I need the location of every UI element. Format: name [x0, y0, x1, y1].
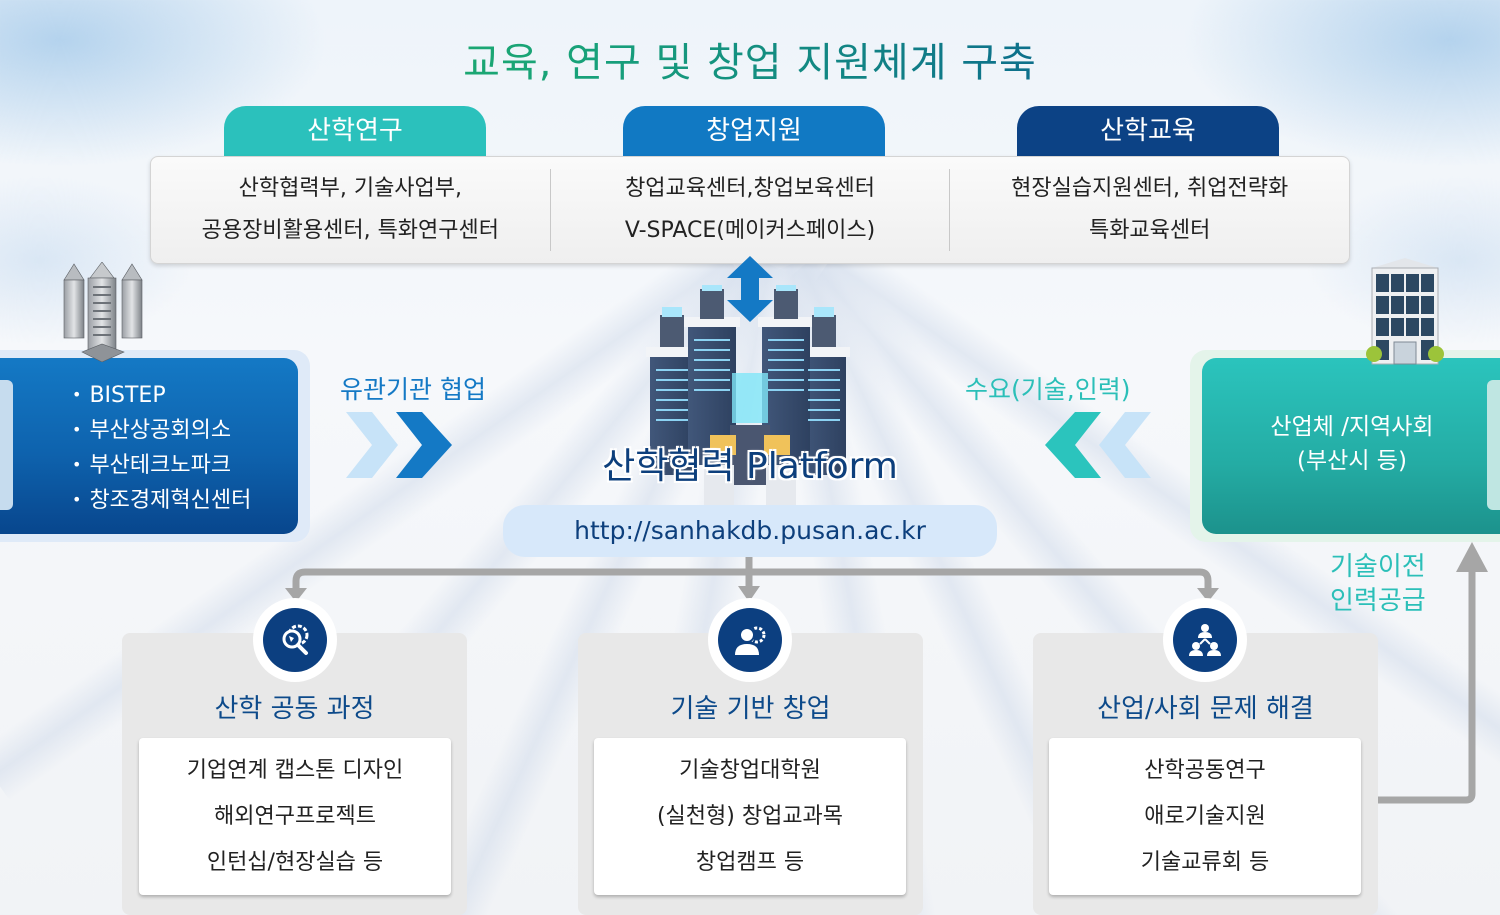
card-title: 기술 기반 창업 — [670, 694, 831, 724]
chevron-double-left-icon — [1045, 412, 1151, 478]
gear-search-icon — [263, 608, 327, 672]
icon-ring — [708, 598, 792, 682]
org-line: 특화교육센터 — [1088, 218, 1211, 243]
team-network-icon — [1173, 608, 1237, 672]
research-org-list: 산학협력부, 기술사업부, 공용장비활용센터, 특화연구센터 — [151, 157, 550, 263]
card-item: (실천형) 창업교과목 — [656, 803, 844, 829]
card-item: 애로기술지원 — [1144, 803, 1266, 829]
org-line: 현장실습지원센터, 취업전략화 — [1011, 176, 1289, 201]
organization-panel: 산학협력부, 기술사업부, 공용장비활용센터, 특화연구센터 창업교육센터,창업… — [150, 156, 1350, 264]
chevron-double-right-icon — [346, 412, 452, 478]
org-line: V-SPACE(메이커스페이스) — [624, 218, 876, 243]
card-item: 기술교류회 등 — [1140, 849, 1270, 875]
tab-startup-support: 창업지원 — [623, 106, 885, 160]
education-org-list: 현장실습지원센터, 취업전략화 특화교육센터 — [950, 157, 1349, 263]
tab-industry-academia-research: 산학연구 — [224, 106, 486, 160]
panel-edge-tab — [0, 380, 13, 510]
org-line: 산학협력부, 기술사업부, — [238, 176, 463, 201]
transfer-line: 인력공급 — [1330, 586, 1426, 616]
list-item: 창조경제혁신센터 — [72, 483, 251, 518]
card-item: 인턴십/현장실습 등 — [206, 849, 384, 875]
platform-title: 산학협력 Platform — [602, 446, 898, 487]
partner-institutions-list: BISTEP 부산상공회의소 부산테크노파크 창조경제혁신센터 — [72, 378, 251, 518]
list-item: 부산상공회의소 — [72, 413, 251, 448]
demand-label: 수요(기술,인력) — [965, 375, 1131, 404]
industry-line: (부산시 등) — [1297, 448, 1407, 474]
card-body: 기술창업대학원 (실천형) 창업교과목 창업캠프 등 — [594, 738, 906, 895]
card-title: 산학 공동 과정 — [214, 694, 375, 724]
list-item: BISTEP — [72, 378, 251, 413]
card-body: 기업연계 캡스톤 디자인 해외연구프로젝트 인턴십/현장실습 등 — [139, 738, 451, 895]
org-line: 공용장비활용센터, 특화연구센터 — [201, 218, 500, 243]
card-item: 산학공동연구 — [1144, 757, 1266, 783]
card-item: 기업연계 캡스톤 디자인 — [186, 757, 404, 783]
startup-org-list: 창업교육센터,창업보육센터 V-SPACE(메이커스페이스) — [551, 157, 950, 263]
industry-community-panel — [1202, 358, 1500, 534]
office-building-icon — [1366, 258, 1444, 365]
person-gear-icon — [718, 608, 782, 672]
panel-edge-tab — [1487, 380, 1500, 510]
org-line: 창업교육센터,창업보육센터 — [625, 176, 875, 201]
platform-url-link[interactable]: http://sanhakdb.pusan.ac.kr — [503, 505, 997, 557]
server-cluster-icon — [646, 285, 850, 505]
divider — [549, 169, 551, 251]
card-item: 기술창업대학원 — [679, 757, 821, 783]
icon-ring — [253, 598, 337, 682]
page-title: 교육, 연구 및 창업 지원체계 구축 — [0, 30, 1500, 88]
industry-community-text: 산업체 /지역사회 (부산시 등) — [1202, 410, 1500, 478]
tech-transfer-label: 기술이전 인력공급 — [1330, 550, 1426, 618]
collaboration-label: 유관기관 협업 — [340, 375, 486, 404]
transfer-line: 기술이전 — [1330, 552, 1426, 582]
icon-ring — [1163, 598, 1247, 682]
office-towers-icon — [63, 262, 143, 362]
industry-line: 산업체 /지역사회 — [1270, 414, 1434, 440]
divider — [949, 169, 951, 251]
list-item: 부산테크노파크 — [72, 448, 251, 483]
card-body: 산학공동연구 애로기술지원 기술교류회 등 — [1049, 738, 1361, 895]
title-container: 교육, 연구 및 창업 지원체계 구축 — [0, 30, 1500, 88]
tab-industry-academia-education: 산학교육 — [1017, 106, 1279, 160]
card-title: 산업/사회 문제 해결 — [1097, 694, 1314, 724]
card-item: 창업캠프 등 — [695, 849, 805, 875]
bidirectional-arrow-icon — [727, 256, 773, 322]
card-item: 해외연구프로젝트 — [214, 803, 376, 829]
